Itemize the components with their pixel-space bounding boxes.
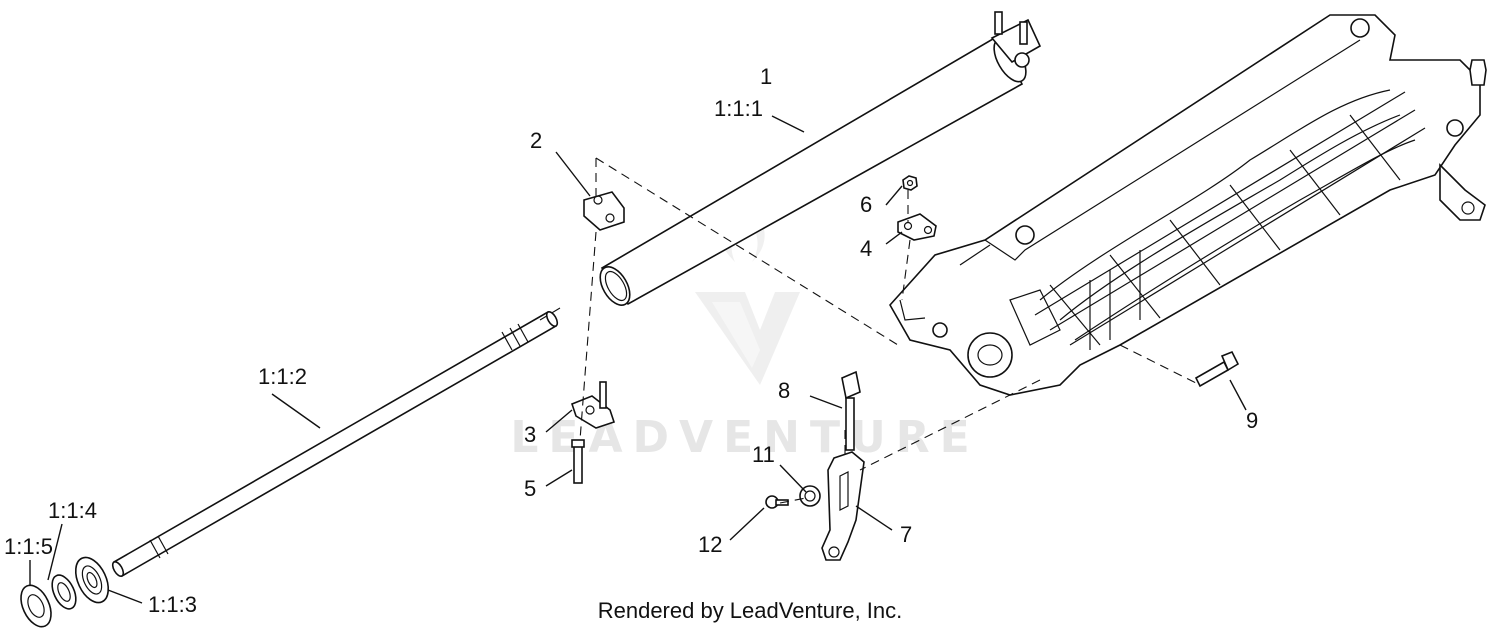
- callout-7: 7: [900, 522, 912, 547]
- callout-1-1-3: 1:1:3: [148, 592, 197, 617]
- leader-lines: [29, 115, 1247, 604]
- callout-1-1-1: 1:1:1: [714, 96, 763, 121]
- link-arm-7: [821, 451, 865, 561]
- bolt-5: [571, 439, 585, 484]
- callout-11: 11: [752, 442, 775, 467]
- nut-6: [902, 175, 918, 191]
- assembly-lines: [539, 157, 1201, 504]
- callout-5: 5: [524, 476, 536, 501]
- bolt-9: [1194, 350, 1240, 388]
- callout-9: 9: [1246, 408, 1258, 433]
- callout-1: 1: [760, 64, 772, 89]
- callout-1-1-4: 1:1:4: [48, 498, 97, 523]
- callout-1-1-2: 1:1:2: [258, 364, 307, 389]
- footer-credit: Rendered by LeadVenture, Inc.: [598, 598, 903, 623]
- callout-12: 12: [698, 532, 722, 557]
- callout-4: 4: [860, 236, 872, 261]
- seal: [20, 584, 52, 628]
- adjuster-bolt-8: [841, 370, 861, 451]
- plate-4: [897, 213, 937, 241]
- callout-1-1-5: 1:1:5: [4, 534, 53, 559]
- reel-frame: [889, 14, 1487, 396]
- washer: [51, 574, 77, 610]
- callout-6: 6: [860, 192, 872, 217]
- callout-2: 2: [530, 128, 542, 153]
- callout-8: 8: [778, 378, 790, 403]
- roller-shaft: [111, 310, 559, 578]
- bearing: [74, 556, 110, 604]
- roller-end-bracket: [990, 11, 1042, 68]
- bracket-2: [583, 191, 625, 231]
- callout-3: 3: [524, 422, 536, 447]
